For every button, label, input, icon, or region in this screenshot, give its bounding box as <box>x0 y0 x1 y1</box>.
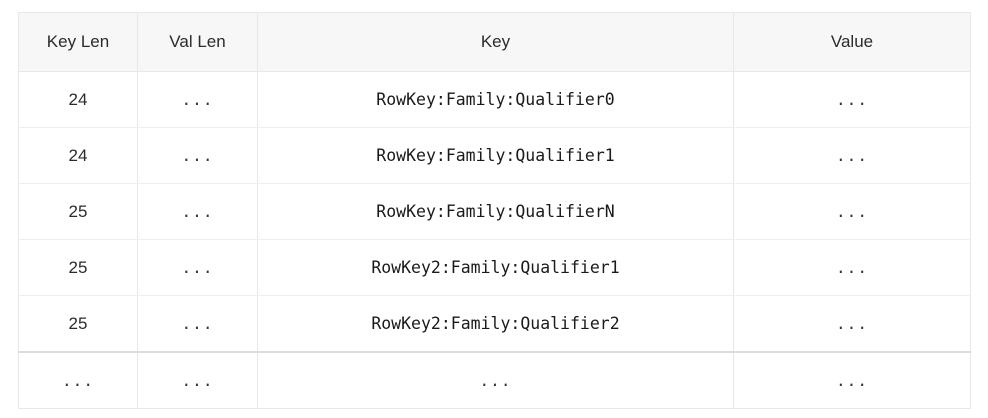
cell-key: RowKey2:Family:Qualifier1 <box>257 239 734 296</box>
table-row: 25 ... RowKey:Family:QualifierN ... <box>18 183 971 240</box>
column-header-val-len: Val Len <box>137 12 258 72</box>
cell-value: ... <box>733 127 971 184</box>
table-row: 24 ... RowKey:Family:Qualifier1 ... <box>18 127 971 184</box>
cell-key: RowKey2:Family:Qualifier2 <box>257 295 734 353</box>
cell-val-len: ... <box>137 351 258 409</box>
cell-key-len: 25 <box>18 183 138 240</box>
cell-key: RowKey:Family:Qualifier0 <box>257 71 734 128</box>
hfile-key-value-table-container: Key Len Val Len Key Value 24 ... RowKey:… <box>18 12 971 409</box>
cell-val-len: ... <box>137 239 258 296</box>
cell-value: ... <box>733 183 971 240</box>
table-header: Key Len Val Len Key Value <box>18 12 971 72</box>
table-row: 25 ... RowKey2:Family:Qualifier1 ... <box>18 239 971 296</box>
table-body: 24 ... RowKey:Family:Qualifier0 ... 24 .… <box>18 71 971 409</box>
cell-value: ... <box>733 239 971 296</box>
cell-key-len: 25 <box>18 239 138 296</box>
cell-val-len: ... <box>137 71 258 128</box>
table-row: 24 ... RowKey:Family:Qualifier0 ... <box>18 71 971 128</box>
cell-key-len: 24 <box>18 71 138 128</box>
cell-key: ... <box>257 351 734 409</box>
cell-key: RowKey:Family:QualifierN <box>257 183 734 240</box>
cell-value: ... <box>733 351 971 409</box>
cell-key-len: ... <box>18 351 138 409</box>
column-header-key: Key <box>257 12 734 72</box>
cell-key-len: 24 <box>18 127 138 184</box>
column-header-value: Value <box>733 12 971 72</box>
cell-key-len: 25 <box>18 295 138 353</box>
hfile-key-value-table: Key Len Val Len Key Value 24 ... RowKey:… <box>18 12 971 409</box>
table-row: 25 ... RowKey2:Family:Qualifier2 ... <box>18 295 971 353</box>
cell-value: ... <box>733 71 971 128</box>
table-header-row: Key Len Val Len Key Value <box>18 12 971 72</box>
cell-val-len: ... <box>137 183 258 240</box>
table-row-continuation: ... ... ... ... <box>18 351 971 409</box>
cell-key: RowKey:Family:Qualifier1 <box>257 127 734 184</box>
cell-val-len: ... <box>137 295 258 353</box>
cell-value: ... <box>733 295 971 353</box>
cell-val-len: ... <box>137 127 258 184</box>
column-header-key-len: Key Len <box>18 12 138 72</box>
